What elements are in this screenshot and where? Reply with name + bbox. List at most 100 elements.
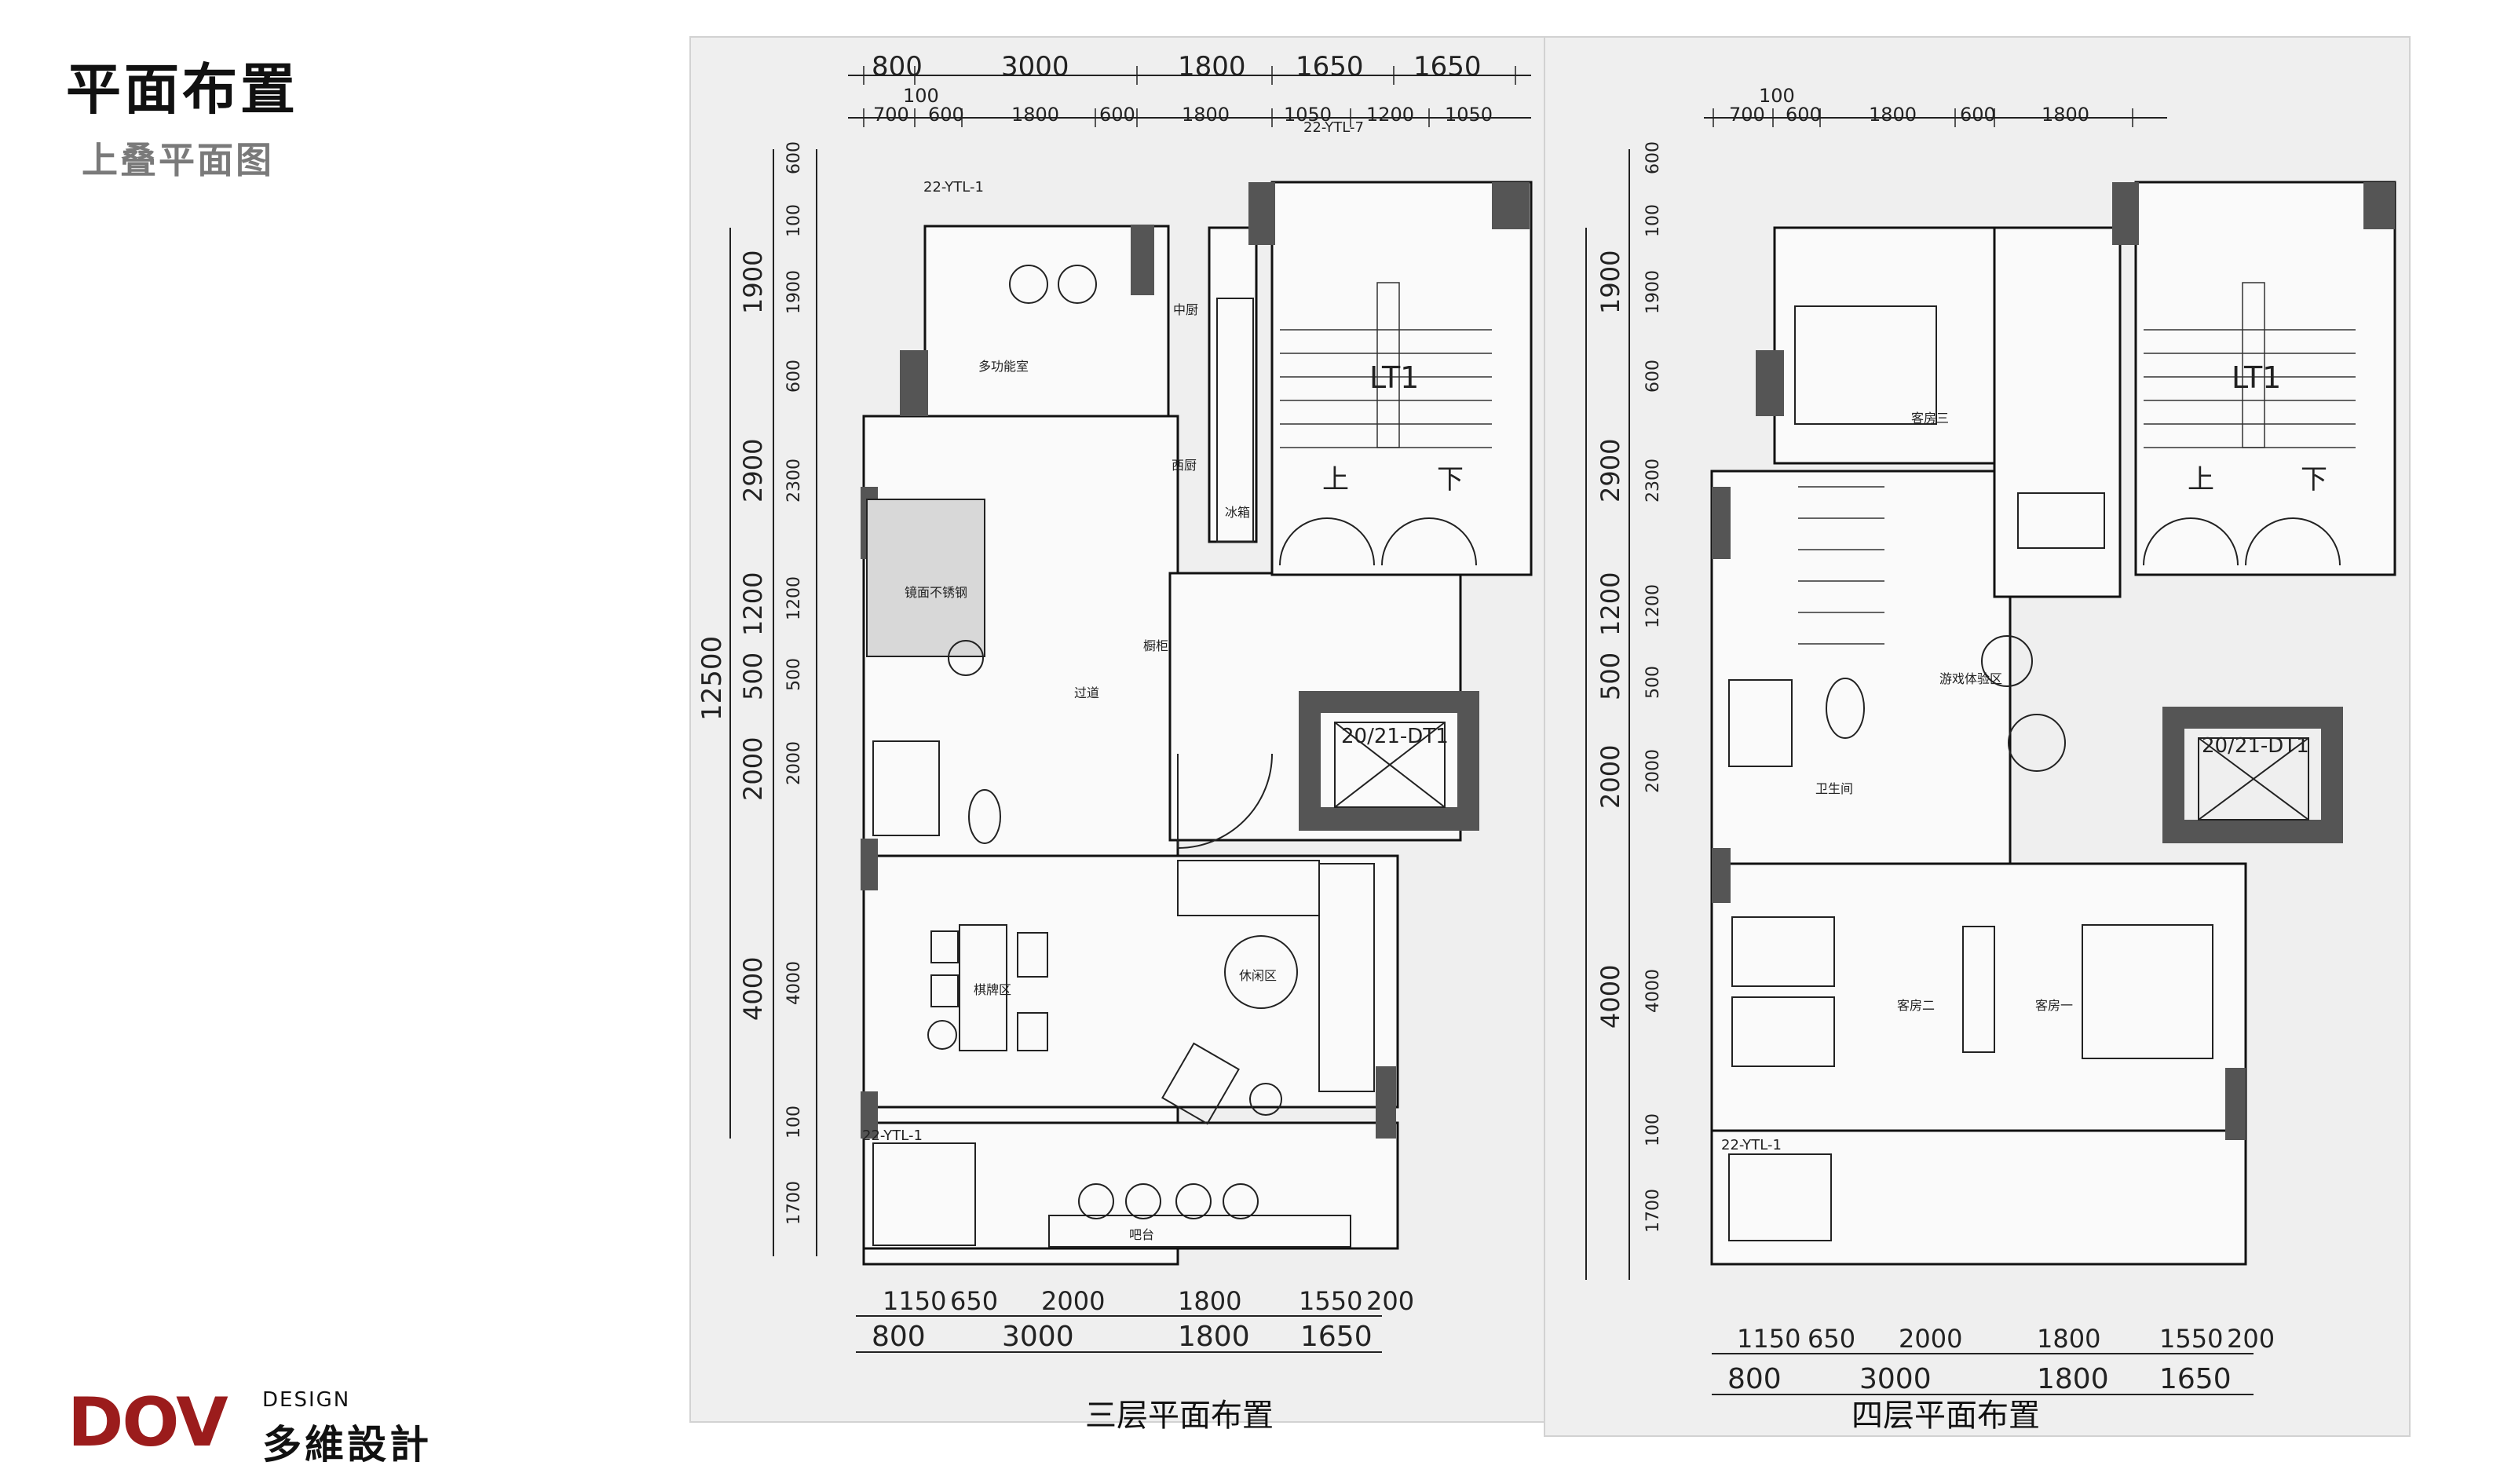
dim-label: 100 — [1643, 204, 1663, 237]
dim-label: 2000 — [738, 737, 768, 801]
stair-down-label: 下 — [2301, 464, 2327, 495]
brand-cn-name: 多維設計 — [262, 1422, 432, 1468]
dim-label: 1900 — [1643, 270, 1663, 314]
dim-label: 1200 — [784, 576, 804, 620]
dim-label: 700 — [1729, 104, 1765, 126]
dim-label: 1900 — [784, 270, 804, 314]
third-floor-caption: 三层平面布置 — [1085, 1398, 1274, 1434]
dim-label: 2000 — [1041, 1286, 1105, 1316]
stair-up-label: 上 — [2188, 464, 2214, 495]
dim-label: 1800 — [2042, 104, 2089, 126]
dim-label: 1650 — [1413, 51, 1482, 82]
dim-label: 1650 — [2159, 1363, 2232, 1395]
room-label: 过道 — [1074, 685, 1099, 700]
elevator-label: 20/21-DT1 — [1341, 725, 1449, 748]
dim-label: 800 — [872, 51, 923, 82]
dim-label: 1800 — [2037, 1324, 2100, 1354]
room-label: 西厨 — [1172, 458, 1197, 473]
room-label: 卫生间 — [1815, 781, 1853, 796]
dim-label: 1800 — [1178, 1286, 1241, 1316]
dim-label: 2000 — [1643, 749, 1663, 793]
dim-label: 500 — [784, 658, 804, 691]
brand-mark: DOV — [68, 1383, 228, 1462]
dim-label: 4000 — [1643, 969, 1663, 1013]
stair-up-label: 上 — [1322, 464, 1349, 495]
page-subtitle: 上叠平面图 — [82, 139, 274, 181]
room-label: 客房二 — [1897, 998, 1935, 1013]
dim-label: 1550 — [1299, 1286, 1362, 1316]
dim-label: 1900 — [1596, 250, 1625, 314]
room-label: 多功能室 — [978, 359, 1029, 374]
dim-label: 2300 — [1643, 459, 1663, 503]
dim-label: 600 — [1786, 104, 1822, 126]
dim-label: 1700 — [1643, 1189, 1663, 1233]
ytl-tag: 22-YTL-7 — [1303, 119, 1364, 136]
dim-label: 4000 — [738, 957, 768, 1021]
dim-label: 3000 — [1002, 1321, 1074, 1353]
dim-label: 1550 — [2159, 1324, 2223, 1354]
room-label: 中厨 — [1173, 302, 1198, 317]
dim-label: 1800 — [1869, 104, 1917, 126]
dim-label: 500 — [1596, 652, 1625, 700]
dim-label: 800 — [872, 1321, 926, 1353]
dim-label: 1200 — [1366, 104, 1414, 126]
room-label: 休闲区 — [1239, 968, 1277, 983]
room-label: 橱柜 — [1143, 638, 1168, 653]
dim-label: 2300 — [784, 459, 804, 503]
room-label: 冰箱 — [1225, 505, 1250, 520]
dim-label: 600 — [784, 360, 804, 393]
dim-label: 1900 — [738, 250, 768, 314]
dim-label: 500 — [738, 652, 768, 700]
dim-label: 2000 — [1899, 1324, 1962, 1354]
dim-label: 4000 — [784, 961, 804, 1005]
dim-label: 700 — [873, 104, 909, 126]
ytl-tag: 22-YTL-1 — [1721, 1137, 1782, 1153]
dim-label: 100 — [784, 204, 804, 237]
dim-label: 1800 — [1178, 51, 1246, 82]
dim-label: 650 — [1808, 1324, 1855, 1354]
dim-label: 2000 — [784, 741, 804, 785]
dim-label: 200 — [2227, 1324, 2275, 1354]
room-label: 吧台 — [1129, 1227, 1154, 1242]
dim-label: 1800 — [1178, 1321, 1250, 1353]
dim-label: 1800 — [2037, 1363, 2109, 1395]
dim-label: 1200 — [1596, 572, 1625, 636]
dim-label: 3000 — [1859, 1363, 1932, 1395]
brand-tag: DESIGN — [262, 1388, 351, 1412]
ytl-tag: 22-YTL-1 — [923, 179, 984, 196]
room-label: 游戏体验区 — [1939, 671, 2002, 686]
dim-label: 200 — [1366, 1286, 1414, 1316]
room-label: 客房一 — [2035, 998, 2073, 1013]
dim-label: 1200 — [738, 572, 768, 636]
dim-label: 650 — [950, 1286, 998, 1316]
dim-label: 600 — [1643, 141, 1663, 174]
elevator-label: 20/21-DT1 — [2202, 734, 2309, 758]
dim-label: 1050 — [1445, 104, 1493, 126]
dim-label: 1150 — [1737, 1324, 1800, 1354]
dim-label: 100 — [1643, 1113, 1663, 1146]
page-title: 平面布置 — [66, 57, 298, 122]
stair-label: LT1 — [1369, 360, 1419, 395]
dim-label: 2000 — [1596, 745, 1625, 809]
dim-label: 100 — [903, 85, 939, 107]
dim-label: 500 — [1643, 666, 1663, 699]
stair-label: LT1 — [2232, 360, 2281, 395]
dim-label: 1150 — [883, 1286, 946, 1316]
dim-label: 600 — [928, 104, 964, 126]
dim-total-label: 12500 — [696, 636, 728, 721]
ytl-tag: 22-YTL-1 — [862, 1128, 923, 1144]
stair-down-label: 下 — [1437, 464, 1464, 495]
dim-label: 1800 — [1011, 104, 1059, 126]
dim-label: 2900 — [738, 439, 768, 503]
dim-label: 800 — [1727, 1363, 1782, 1395]
dim-label: 1650 — [1300, 1321, 1373, 1353]
room-label: 镜面不锈钢 — [905, 585, 967, 600]
dim-label: 3000 — [1001, 51, 1069, 82]
brand-logo: DOV DESIGN 多維設計 — [68, 1383, 476, 1468]
room-label: 客房三 — [1911, 411, 1949, 426]
dim-label: 1200 — [1643, 584, 1663, 628]
dim-label: 4000 — [1596, 965, 1625, 1029]
dim-label: 600 — [1960, 104, 1996, 126]
dim-label: 1700 — [784, 1181, 804, 1225]
